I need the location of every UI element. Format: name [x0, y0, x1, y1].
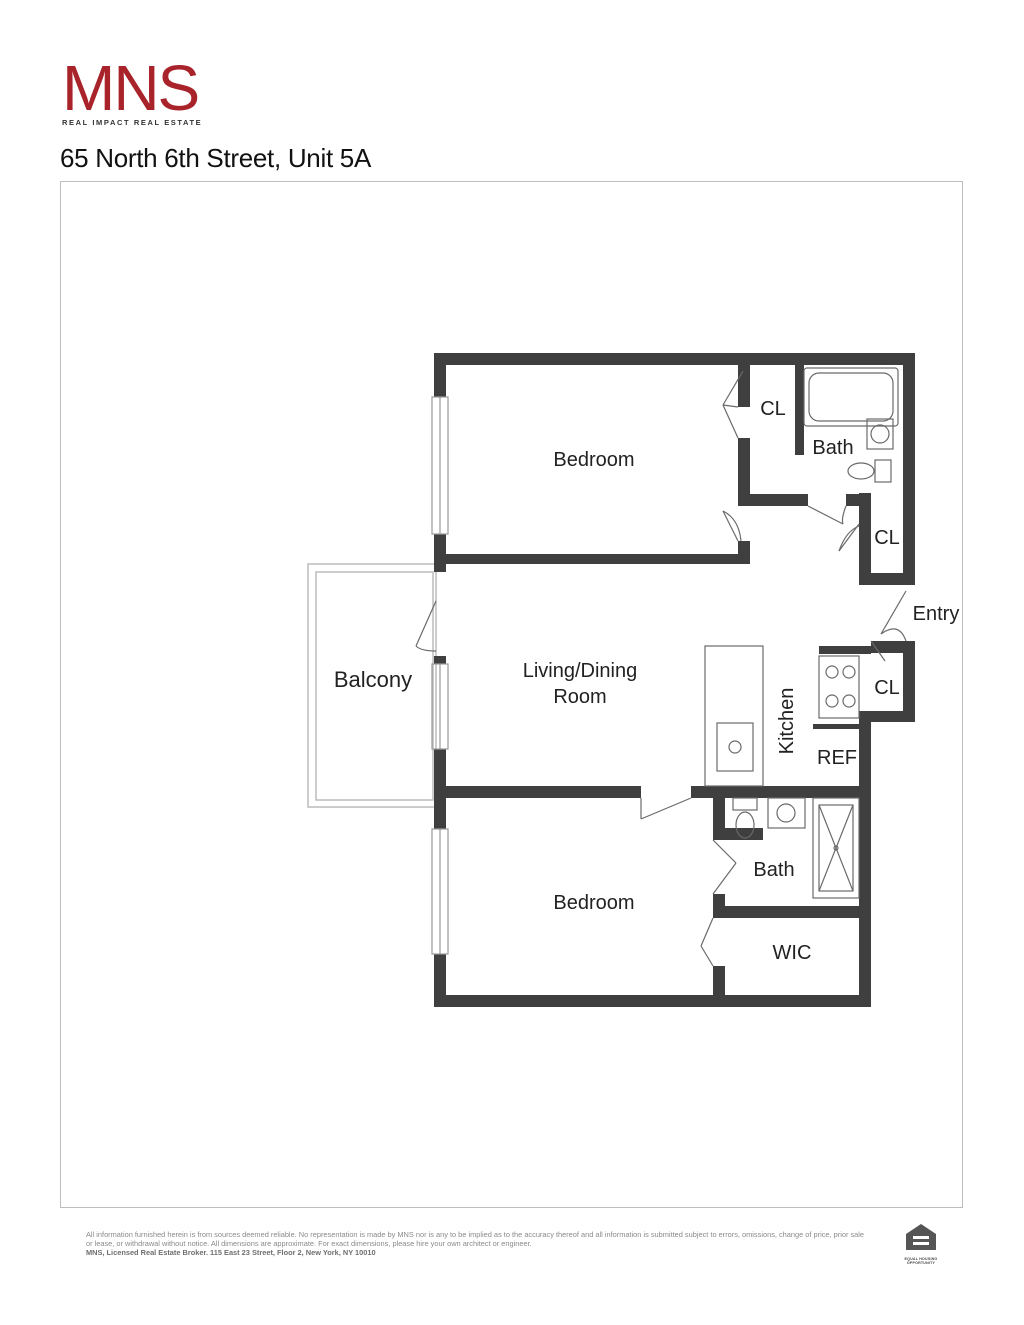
doors — [415, 370, 907, 967]
label-balcony: Balcony — [334, 667, 412, 692]
windows — [431, 396, 449, 955]
equal-housing-line2: OPPORTUNITY — [906, 1261, 936, 1265]
equal-housing-icon — [906, 1224, 936, 1250]
exterior-walls — [434, 353, 915, 1007]
label-living-1: Living/Dining — [523, 660, 638, 682]
label-wic: WIC — [773, 942, 812, 964]
disclaimer-text: All information furnished herein is from… — [86, 1230, 865, 1248]
broker-info: MNS, Licensed Real Estate Broker. 115 Ea… — [86, 1248, 376, 1257]
logo-wordmark: MNS — [62, 52, 200, 124]
listing-address: 65 North 6th Street, Unit 5A — [60, 143, 371, 173]
label-bedroom-top: Bedroom — [553, 449, 634, 471]
label-ref: REF — [817, 747, 857, 769]
footer-disclaimer: All information furnished herein is from… — [86, 1230, 866, 1257]
balcony-outline — [307, 563, 437, 808]
label-bedroom-bottom: Bedroom — [553, 892, 634, 914]
label-closet-bedroom: CL — [760, 398, 786, 420]
mns-logo: MNS REAL IMPACT REAL ESTATE — [62, 56, 212, 127]
logo-tagline: REAL IMPACT REAL ESTATE — [62, 118, 203, 127]
floorplan-frame: Bedroom CL Bath CL Entry Balcony Living/… — [60, 181, 963, 1208]
label-living-2: Room — [553, 686, 606, 708]
label-kitchen: Kitchen — [776, 688, 798, 755]
interior-walls — [446, 363, 915, 1007]
label-entry: Entry — [913, 603, 960, 625]
label-closet-hall: CL — [874, 527, 900, 549]
label-closet-entry: CL — [874, 677, 900, 699]
label-bath-top: Bath — [812, 437, 853, 459]
floorplan-drawing: Bedroom CL Bath CL Entry Balcony Living/… — [307, 353, 960, 1007]
equal-housing-line1: EQUAL HOUSING — [904, 1257, 938, 1261]
equal-housing-badge: EQUAL HOUSING OPPORTUNITY — [898, 1222, 944, 1265]
label-bath-bottom: Bath — [753, 859, 794, 881]
fixtures — [704, 367, 899, 899]
